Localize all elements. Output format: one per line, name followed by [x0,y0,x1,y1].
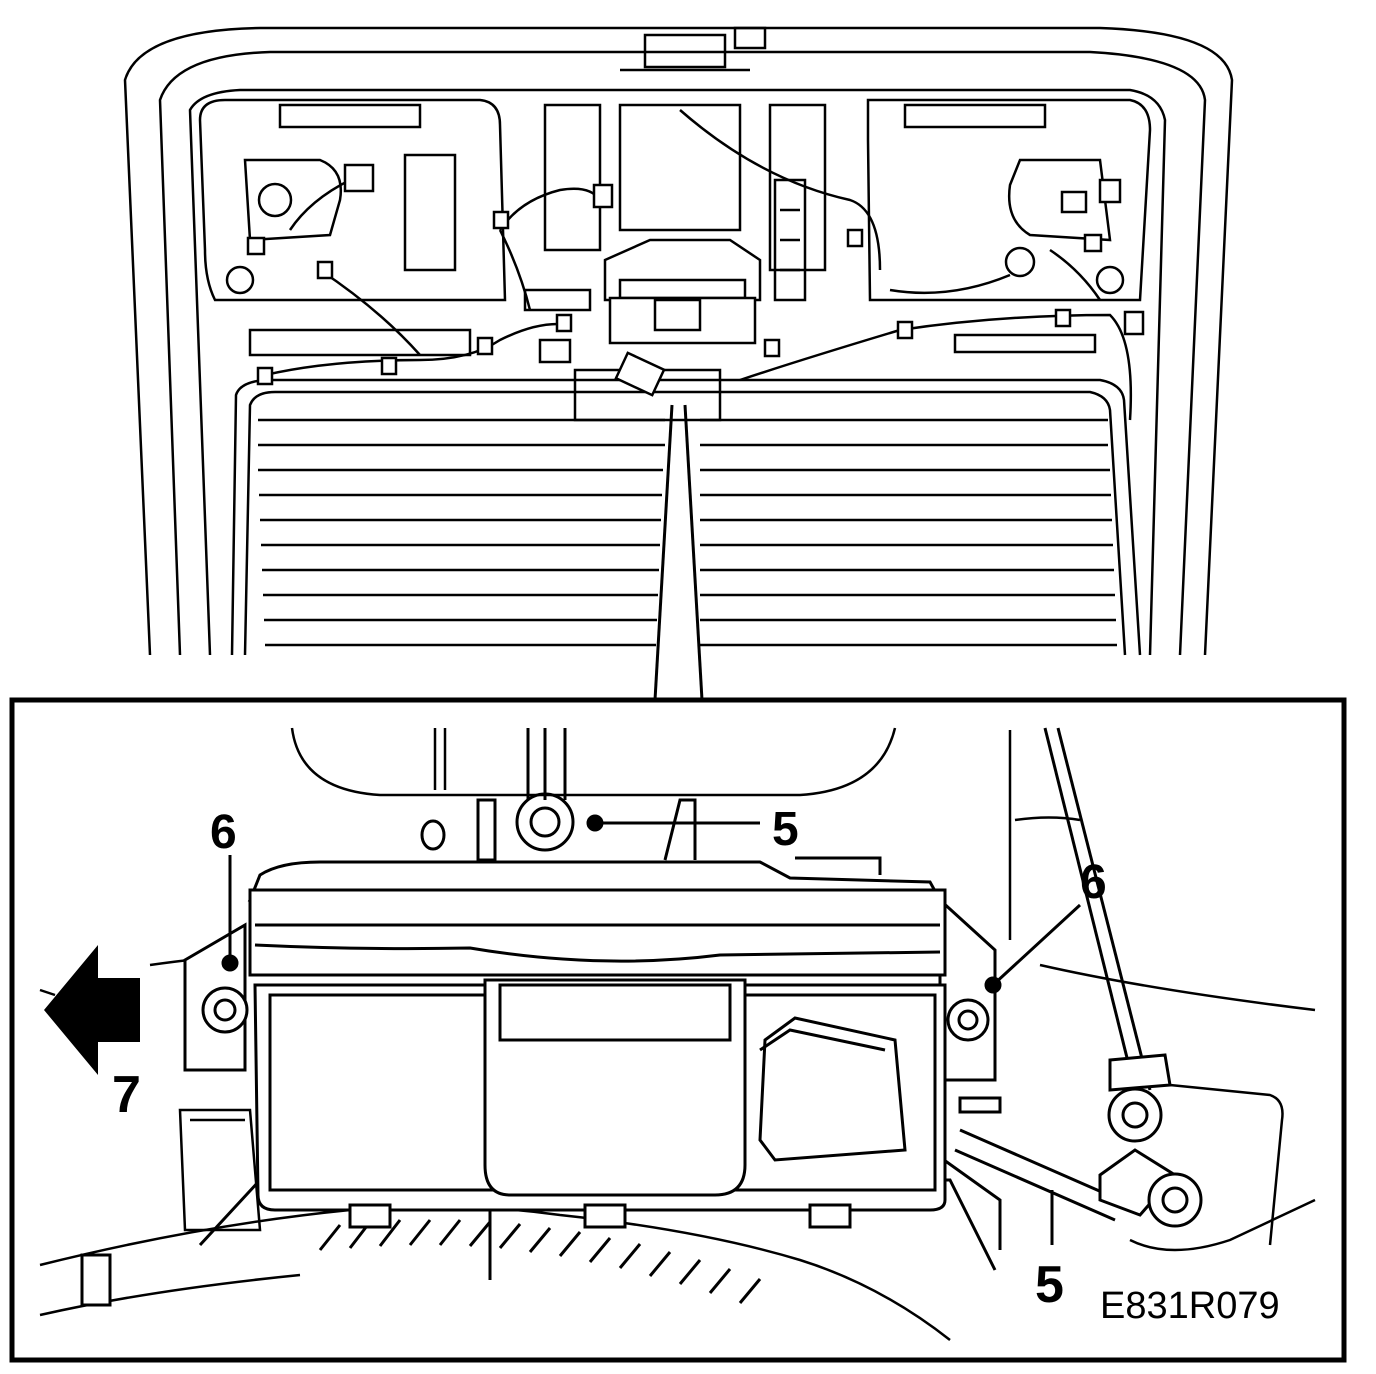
callout-leaders [221,814,1082,1245]
callout-6-right: 6 [1080,856,1107,909]
top-latch [620,26,767,72]
control-unit-detail [183,856,1002,1280]
callout-5-top: 5 [772,803,799,856]
hatch-inner-structure [198,98,1152,357]
figure-reference: E831R079 [1100,1285,1280,1327]
callout-5-bottom: 5 [1035,1256,1064,1314]
rear-window-heater-lines [258,418,1117,647]
wiper-arm-linkage [773,178,807,302]
detail-background [39,727,1316,1341]
zoom-pointer [653,404,704,701]
link-rod-upper [420,728,697,862]
callout-6-left: 6 [210,806,237,859]
link-rod-right [954,727,1203,1228]
tailgate-overview [123,26,1234,656]
control-unit-overview [538,238,762,422]
harness-clips [246,163,1145,386]
direction-arrow-icon [44,945,140,1075]
cable-clip [80,1253,112,1307]
hatch-hinges [225,158,1125,295]
callout-7: 7 [112,1066,141,1124]
